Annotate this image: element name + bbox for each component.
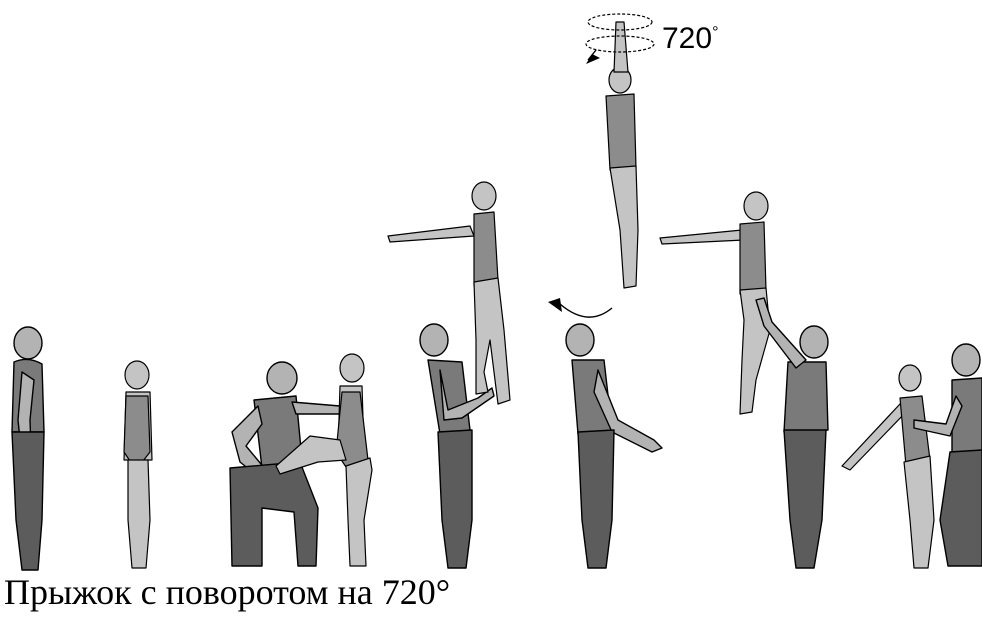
rotation-arrow [548, 298, 612, 317]
figure-man-standing-1 [12, 327, 44, 570]
rotation-degree-mark: ° [712, 24, 718, 41]
figure-man-looking-up [566, 324, 662, 568]
figure-woman-landing [660, 192, 770, 414]
rotation-value: 720 [662, 22, 712, 55]
figure-woman-lean [842, 365, 934, 568]
figure-woman-standing-1 [124, 361, 152, 568]
figure-woman-spinning [586, 14, 654, 288]
figure-caption: Прыжок с поворотом на 720° [4, 572, 450, 612]
rotation-label: 720° [662, 22, 718, 56]
